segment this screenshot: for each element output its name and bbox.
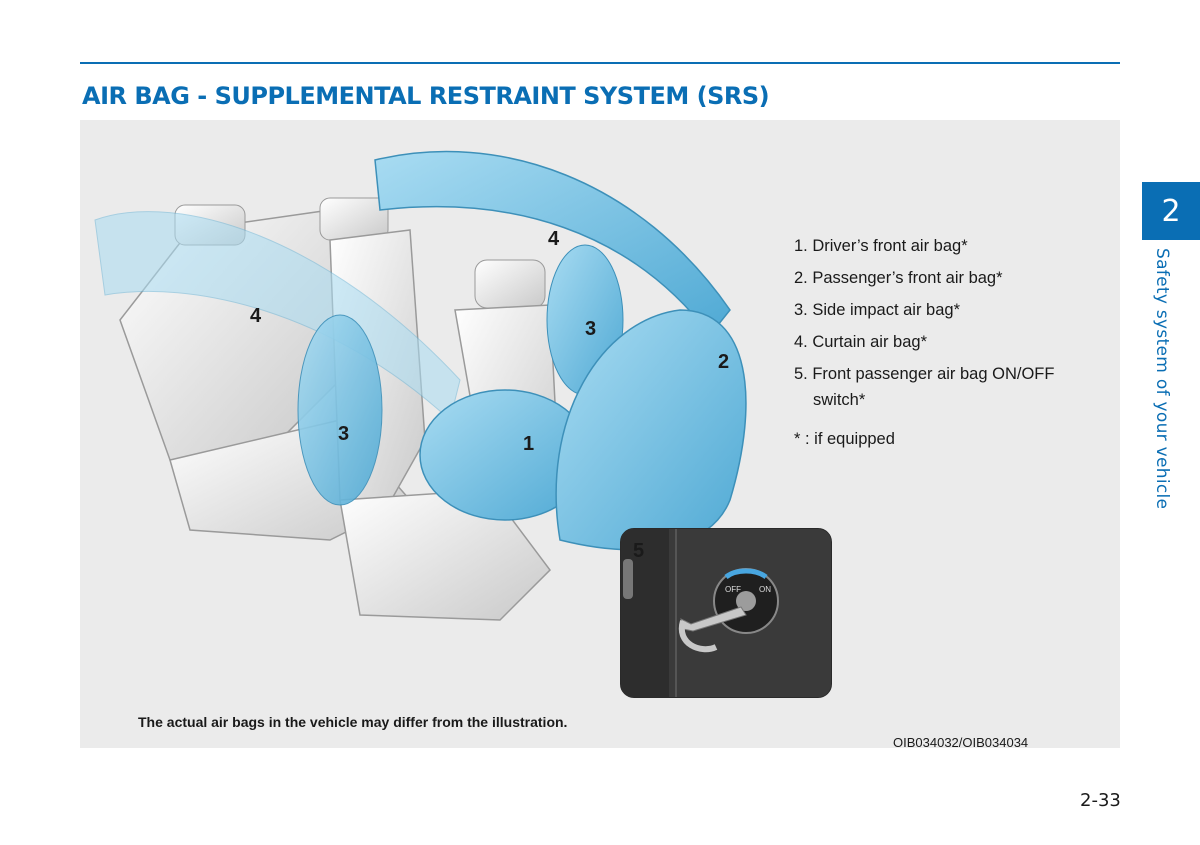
callout-side-rear: 3 bbox=[338, 423, 349, 445]
switch-inset: OFF ON 5 bbox=[620, 528, 832, 698]
figure-code: OIB034032/OIB034034 bbox=[893, 735, 1029, 750]
page-title: AIR BAG - SUPPLEMENTAL RESTRAINT SYSTEM … bbox=[82, 82, 770, 110]
callout-switch: 5 bbox=[633, 540, 644, 562]
callout-side-front: 3 bbox=[585, 318, 596, 340]
chapter-title: Safety system of your vehicle bbox=[1152, 248, 1172, 510]
chapter-number: 2 bbox=[1161, 193, 1181, 229]
figure-disclaimer: The actual air bags in the vehicle may d… bbox=[138, 714, 568, 730]
page-number: 2-33 bbox=[1080, 790, 1121, 811]
rear-side-airbag bbox=[297, 314, 383, 506]
arrow-icon bbox=[724, 568, 768, 580]
top-rule bbox=[80, 62, 1120, 64]
legend-item: 5. Front passenger air bag ON/OFF switch… bbox=[794, 365, 1055, 409]
legend-item: 3. Side impact air bag* bbox=[794, 301, 961, 319]
airbag-figure: 1 2 3 3 4 4 1. Driver’s front air bag* 2… bbox=[80, 120, 1120, 748]
airbag-illustration: 1 2 3 3 4 4 bbox=[94, 150, 747, 621]
callout-curtain-front: 4 bbox=[548, 228, 560, 250]
chapter-tab: 2 bbox=[1142, 182, 1200, 240]
switch-illustration: OFF ON 5 bbox=[621, 529, 831, 697]
legend-item: 4. Curtain air bag* bbox=[794, 333, 927, 351]
switch-on-label: ON bbox=[759, 585, 771, 594]
legend-note: * : if equipped bbox=[794, 430, 895, 448]
callout-curtain-rear: 4 bbox=[250, 305, 262, 327]
rear-curtain-airbag bbox=[94, 211, 461, 421]
switch-off-label: OFF bbox=[725, 585, 741, 594]
legend-item: 2. Passenger’s front air bag* bbox=[794, 269, 1003, 287]
callout-passenger-front: 2 bbox=[718, 351, 729, 373]
airbag-legend: 1. Driver’s front air bag* 2. Passenger’… bbox=[794, 230, 1104, 455]
callout-driver-front: 1 bbox=[523, 433, 534, 455]
front-curtain-airbag bbox=[374, 150, 731, 337]
legend-item: 1. Driver’s front air bag* bbox=[794, 237, 968, 255]
